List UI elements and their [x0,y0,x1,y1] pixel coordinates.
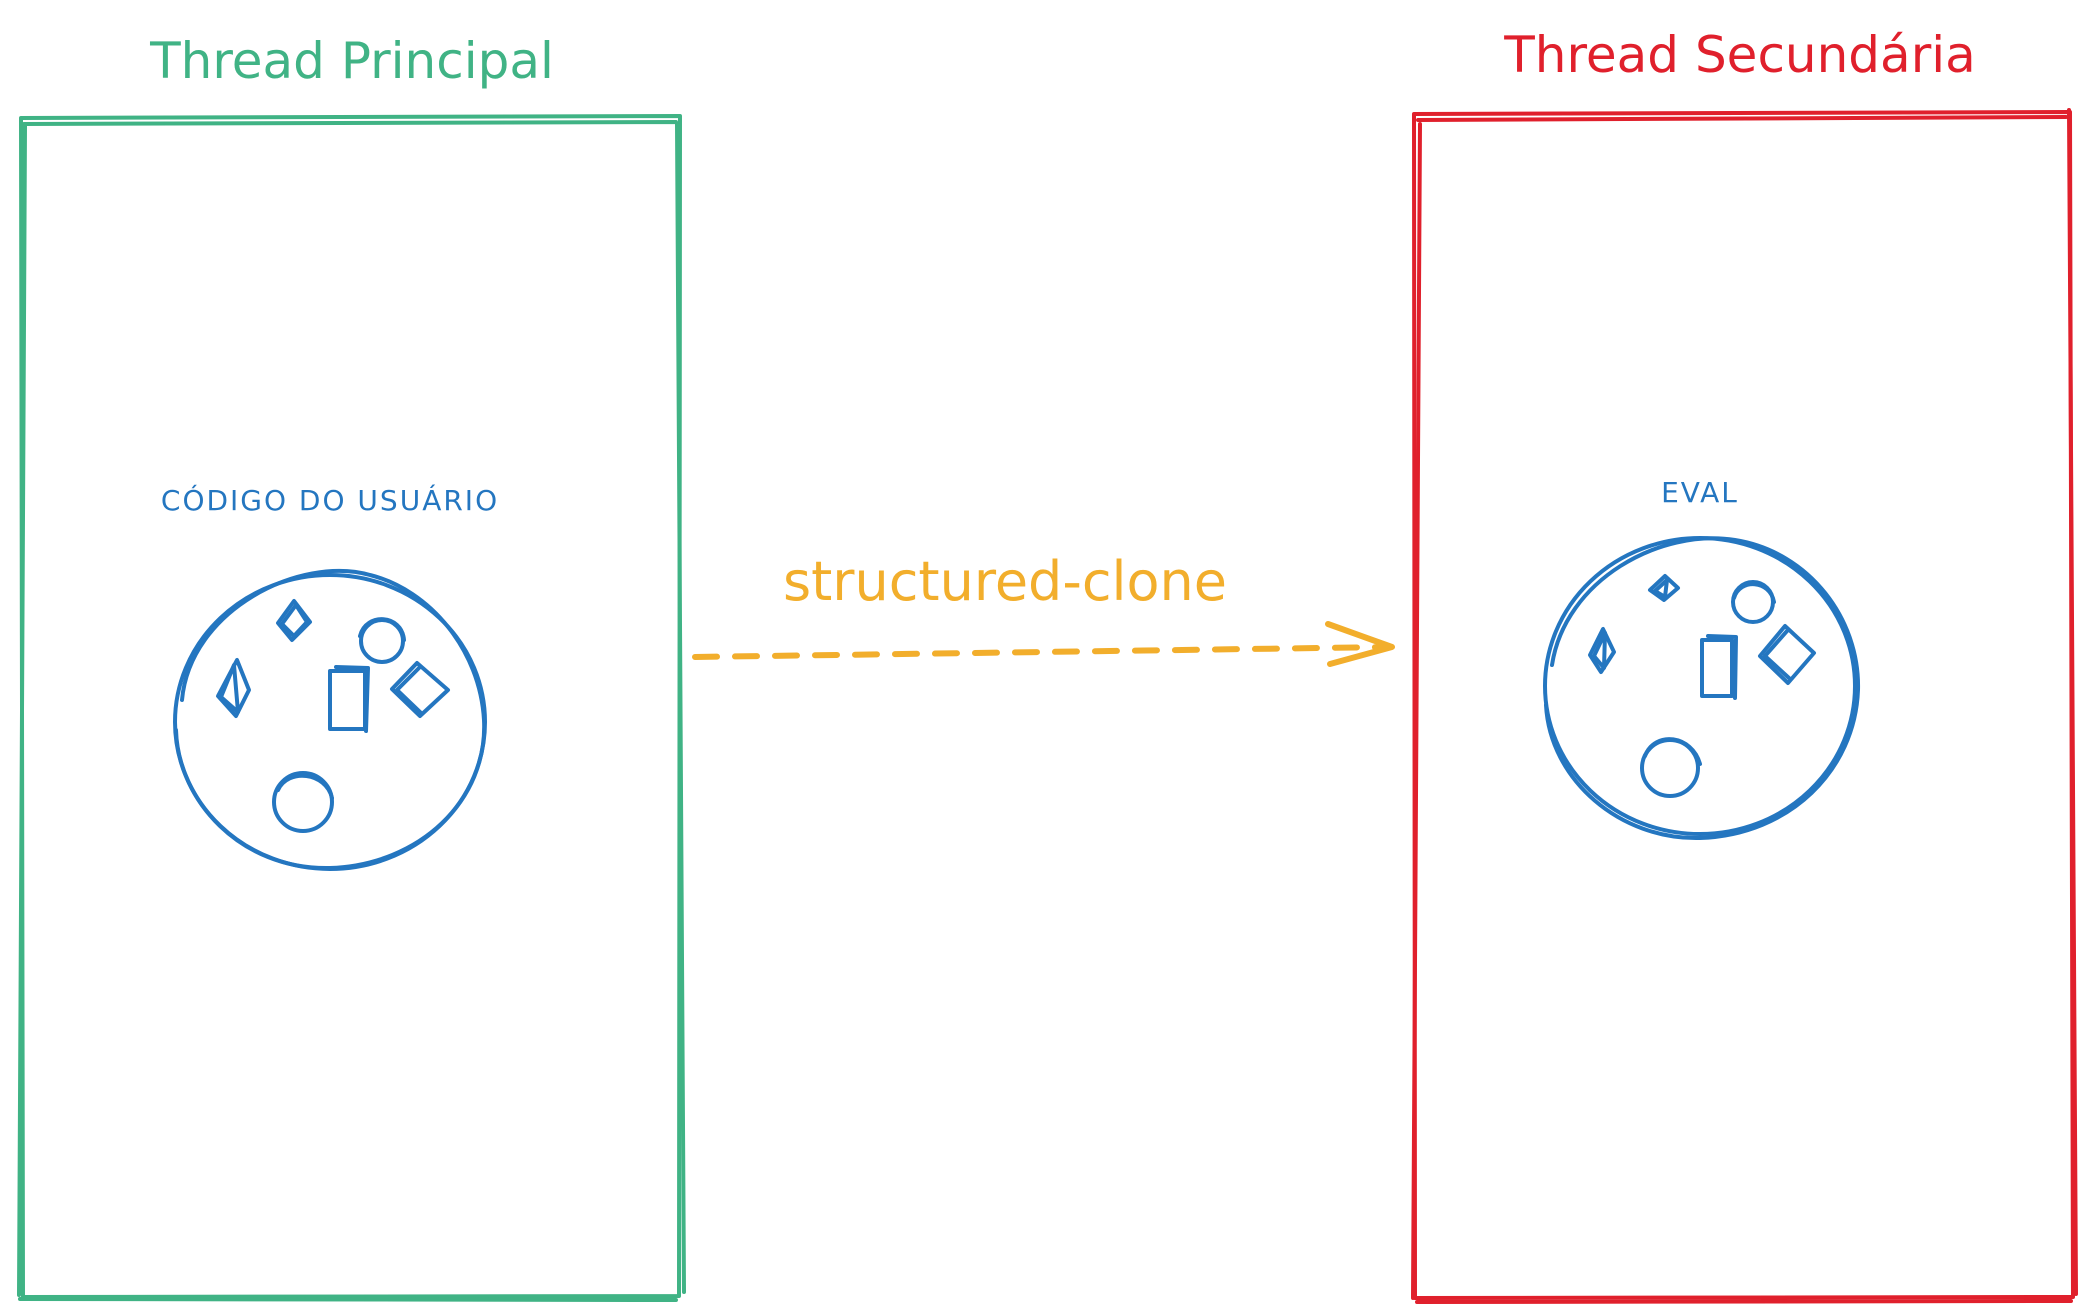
main-thread-title: Thread Principal [149,32,554,90]
diamond-shape [216,658,251,718]
rectangle-shape [328,665,370,733]
circle-shape [358,617,406,664]
diamond-shape [1588,627,1616,674]
secondary-thread-box [1411,108,2078,1304]
main-thread-box [17,114,686,1302]
circle-shape [1731,580,1776,624]
transfer-arrow [692,621,1395,667]
main-thread-label: CÓDIGO DO USUÁRIO [161,483,499,517]
diamond-shape [390,661,450,718]
secondary-thread-label: EVAL [1661,476,1739,509]
circle-shape [1640,737,1702,798]
rectangle-shape [1700,634,1738,700]
secondary-thread-title: Thread Secundária [1503,26,1976,84]
user-code-object [173,568,487,871]
diamond-shape [1758,624,1816,685]
circle-shape [272,771,334,833]
transfer-label: structured-clone [783,550,1227,613]
diamond-shape [1648,574,1680,602]
diamond-shape [276,599,312,642]
cloned-object [1543,536,1861,841]
